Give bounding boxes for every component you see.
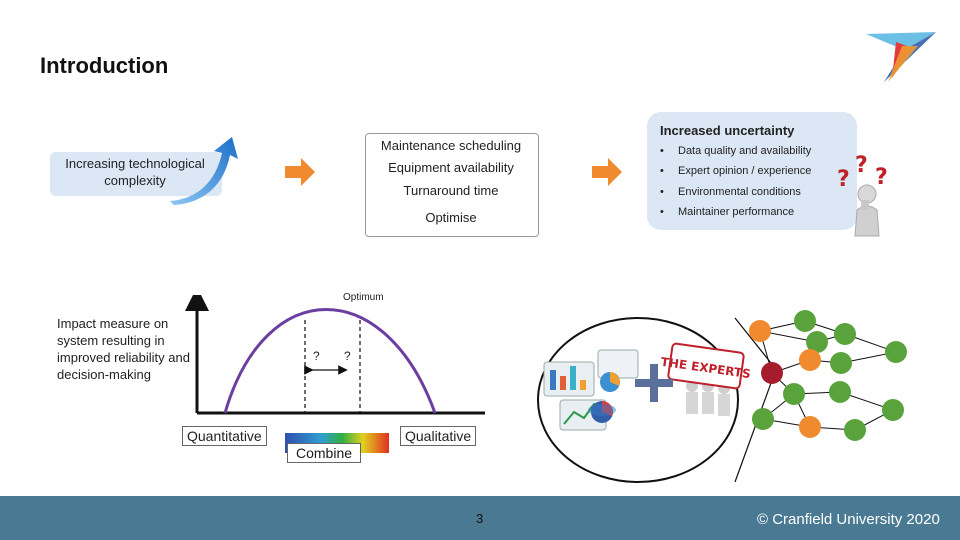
slide-title: Introduction xyxy=(40,53,169,78)
uncertainty-bullet: •Expert opinion / experience xyxy=(660,165,812,177)
uncertainty-title: Increased uncertainty xyxy=(660,123,795,138)
uncertainty-box xyxy=(647,112,857,230)
copyright-text: © Cranfield University 2020 xyxy=(757,511,940,528)
bell-curve xyxy=(223,308,437,414)
data-experts-network-illustration: THE EXPERTS xyxy=(537,310,907,483)
maintenance-item: Equipment availability xyxy=(388,160,514,175)
impact-label: Impact measure on system resulting in im… xyxy=(57,316,190,382)
thinking-person-icon: ? ? ? xyxy=(837,153,888,237)
network-node xyxy=(761,362,783,384)
svg-text:?: ? xyxy=(837,167,850,192)
network-node xyxy=(885,341,907,363)
right-arrow-icon xyxy=(285,158,315,186)
network-node xyxy=(829,381,851,403)
network-node xyxy=(783,383,805,405)
network-node xyxy=(752,408,774,430)
network-node xyxy=(844,419,866,441)
optimum-label: Optimum xyxy=(343,292,384,303)
network-node xyxy=(794,310,816,332)
page-number: 3 xyxy=(476,511,484,526)
network-node xyxy=(830,352,852,374)
cranfield-logo xyxy=(866,32,936,82)
right-arrow-icon xyxy=(592,158,622,186)
uncertainty-bullet: •Maintainer performance xyxy=(660,206,795,218)
maintenance-box xyxy=(365,133,539,237)
optimise-label: Optimise xyxy=(425,210,477,225)
complexity-box xyxy=(50,152,222,196)
qualitative-label: Qualitative xyxy=(400,426,477,446)
complexity-label: Increasing technological complexity xyxy=(65,156,205,188)
quantitative-label: Quantitative xyxy=(182,426,267,446)
network-node xyxy=(882,399,904,421)
experts-graphic: THE EXPERTS xyxy=(660,342,752,416)
network-node xyxy=(749,320,771,342)
combine-label: Combine xyxy=(287,443,362,463)
network-node xyxy=(799,416,821,438)
uncertainty-bullet: •Environmental conditions xyxy=(660,186,801,198)
plus-icon xyxy=(635,364,673,402)
network-node xyxy=(834,323,856,345)
growth-arrow-icon xyxy=(170,137,238,205)
maintenance-item: Maintenance scheduling xyxy=(380,138,522,153)
question-mark: ? xyxy=(313,349,320,363)
svg-text:?: ? xyxy=(875,165,888,190)
footer-bar xyxy=(0,496,960,540)
data-dashboard-graphic xyxy=(543,349,639,431)
maintenance-item: Turnaround time xyxy=(403,183,499,198)
network-node xyxy=(799,349,821,371)
network-node xyxy=(806,331,828,353)
uncertainty-bullet: •Data quality and availability xyxy=(660,145,812,157)
svg-text:?: ? xyxy=(855,153,868,178)
question-mark: ? xyxy=(344,349,351,363)
